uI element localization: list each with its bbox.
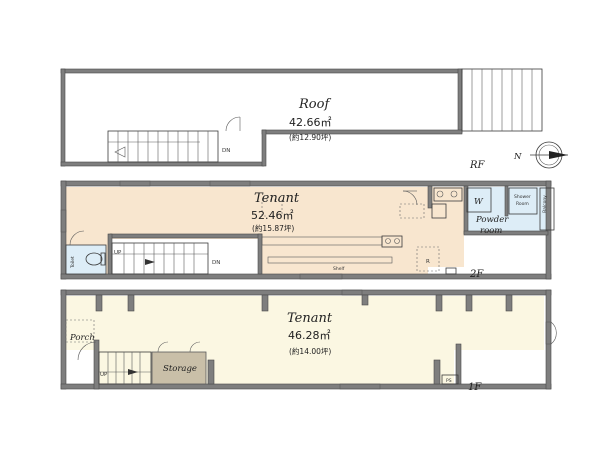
compass-arrow-icon <box>549 151 568 159</box>
roof-area-tsubo: (約12.90坪) <box>289 132 331 142</box>
powder-room-label: Powder <box>475 215 509 225</box>
storage-label: Storage <box>163 364 197 374</box>
toilet-label: Toilet <box>70 256 76 269</box>
roof-external-stair <box>461 68 543 132</box>
shower-room-label: Shower <box>514 194 531 200</box>
second-floor-label: 2F <box>469 269 484 280</box>
washer-label: W <box>474 197 484 207</box>
compass: N <box>513 141 568 169</box>
balcony-2f: Balcony <box>539 187 555 231</box>
tenant-1f-area <box>66 296 544 350</box>
roof-floor-label: RF <box>469 160 486 171</box>
tenant-2f-area <box>66 187 428 239</box>
tenant-1f-name: Tenant <box>287 311 333 326</box>
roof-stair: DN <box>107 116 241 163</box>
utility-2f <box>261 187 463 219</box>
stair-1f-up: UP <box>100 372 108 378</box>
fridge-label: R <box>426 259 430 265</box>
tenant-1f-area-tsubo: (約14.00坪) <box>289 346 331 356</box>
washer: W <box>466 187 492 213</box>
tenant-1f-area-value: 46.28㎡ <box>288 329 331 342</box>
porch: Porch <box>65 319 97 361</box>
toilet-2f: Toilet <box>65 230 107 275</box>
roof-name: Roof <box>298 97 331 112</box>
kitchen-counter: Shelf R <box>261 235 440 272</box>
porch-label: Porch <box>69 333 95 343</box>
shower-room-label-2: Room <box>516 201 529 207</box>
tenant-2f-area-tsubo: (約15.87坪) <box>252 223 294 233</box>
storage: Storage <box>151 341 207 385</box>
roof-stair-label: DN <box>222 148 230 154</box>
stair-1f: UP <box>98 351 152 385</box>
tenant-2f-name: Tenant <box>254 191 300 206</box>
roof-floor: DN Roof 42.66㎡ (約12.90坪) RF <box>60 68 543 171</box>
stair-2f-dn: DN <box>212 260 220 266</box>
first-floor: Porch UP Storage PS Tenant 46 <box>60 289 557 393</box>
balcony-label: Balcony <box>542 195 548 213</box>
ps-label: PS <box>446 378 452 384</box>
stair-2f: UP DN <box>111 242 220 275</box>
roof-area-value: 42.66㎡ <box>289 116 332 129</box>
first-floor-label: 1F <box>468 382 482 393</box>
shower-room: Shower Room <box>508 187 538 215</box>
shelf-label: Shelf <box>333 266 345 272</box>
compass-north: N <box>513 152 522 162</box>
stair-2f-up: UP <box>114 250 122 256</box>
second-floor: Toilet UP DN Shelf <box>60 180 555 280</box>
tenant-2f-area-value: 52.46㎡ <box>251 209 294 222</box>
powder-room-label-2: room <box>480 226 502 236</box>
ps-box: PS <box>441 374 459 385</box>
